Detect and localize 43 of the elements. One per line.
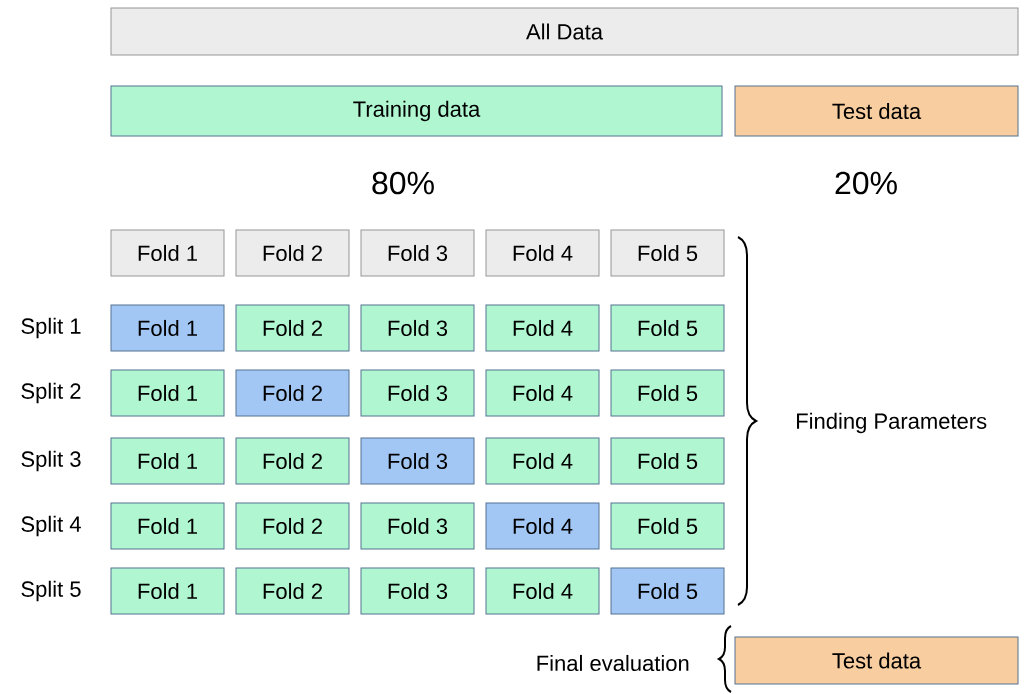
fold-box: Fold 5	[610, 304, 725, 352]
data-box: Training data	[110, 85, 723, 137]
percentage-label: 80%	[372, 171, 434, 195]
fold-box: Fold 2	[235, 502, 350, 550]
fold-box: Fold 3	[360, 437, 475, 485]
fold-box: Fold 2	[235, 369, 350, 417]
fold-box: Fold 2	[235, 567, 350, 615]
fold-box: Fold 3	[360, 304, 475, 352]
row-label: Split 5	[21, 580, 81, 602]
fold-box: Fold 1	[110, 502, 225, 550]
fold-box: Fold 4	[485, 567, 600, 615]
fold-box: Fold 2	[235, 229, 350, 277]
fold-box: Fold 3	[360, 502, 475, 550]
fold-box: Fold 1	[110, 229, 225, 277]
fold-box: Fold 2	[235, 437, 350, 485]
fold-box: Fold 4	[485, 229, 600, 277]
bracket-label: Final evaluation	[537, 654, 689, 672]
fold-box: Fold 5	[610, 229, 725, 277]
row-label: Split 3	[21, 450, 81, 472]
data-box: All Data	[110, 7, 1019, 56]
fold-box: Fold 3	[360, 567, 475, 615]
fold-box: Fold 4	[485, 502, 600, 550]
fold-box: Fold 1	[110, 567, 225, 615]
fold-box: Fold 5	[610, 369, 725, 417]
data-box: Test data	[734, 636, 1019, 685]
fold-box: Fold 3	[360, 229, 475, 277]
fold-box: Fold 1	[110, 369, 225, 417]
row-label: Split 4	[21, 515, 81, 537]
fold-box: Fold 3	[360, 369, 475, 417]
fold-box: Fold 1	[110, 304, 225, 352]
fold-box: Fold 5	[610, 437, 725, 485]
percentage-label: 20%	[835, 171, 897, 195]
fold-box: Fold 1	[110, 437, 225, 485]
bracket-label: Finding Parameters	[797, 412, 987, 434]
row-label: Split 2	[21, 382, 81, 404]
fold-box: Fold 4	[485, 304, 600, 352]
fold-box: Fold 5	[610, 567, 725, 615]
row-label: Split 1	[21, 317, 81, 339]
data-box: Test data	[734, 85, 1019, 137]
fold-box: Fold 5	[610, 502, 725, 550]
fold-box: Fold 4	[485, 369, 600, 417]
fold-box: Fold 2	[235, 304, 350, 352]
fold-box: Fold 4	[485, 437, 600, 485]
